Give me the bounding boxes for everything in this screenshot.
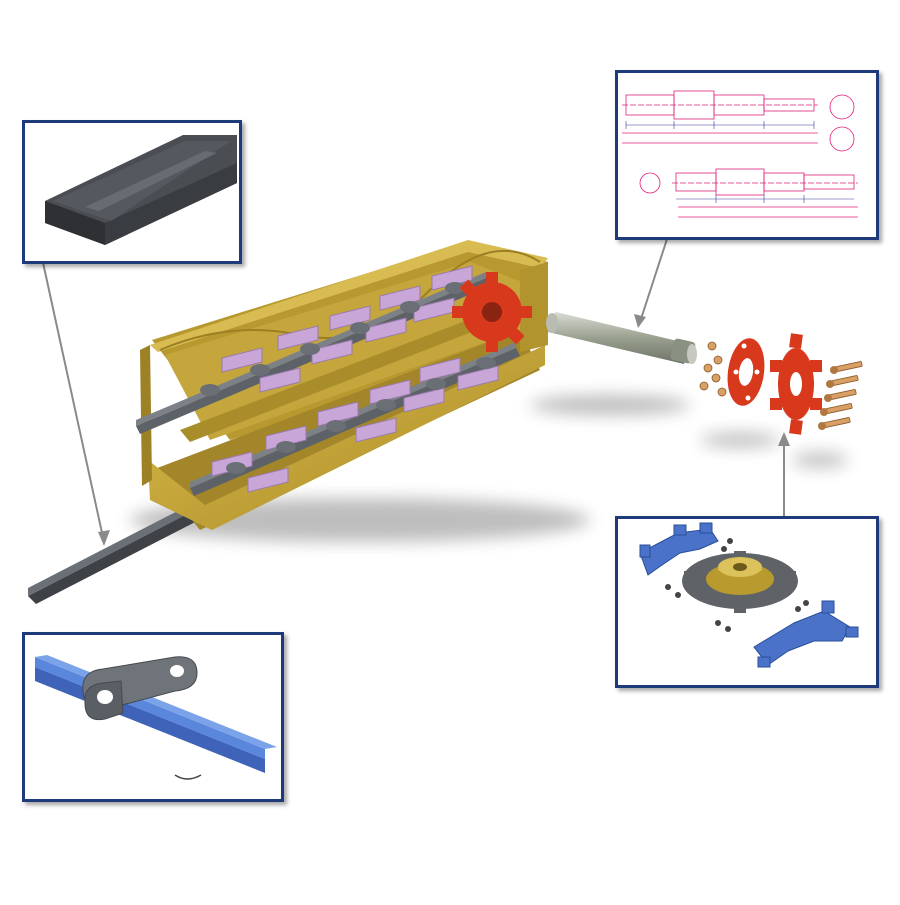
bearing-balls xyxy=(699,341,727,397)
red-segmented-sprocket xyxy=(770,333,822,435)
chain-link-icon xyxy=(25,635,281,799)
red-spacer-ring xyxy=(727,338,765,406)
leader-line-drawing xyxy=(639,235,669,323)
chain-link-inset xyxy=(22,632,284,802)
leader-arrow-sprocket xyxy=(778,432,790,446)
technical-drawing-icon xyxy=(618,73,876,237)
drive-shaft xyxy=(546,312,697,364)
wear-strip-inset xyxy=(22,120,242,264)
leader-arrow-wear-strip xyxy=(98,530,110,546)
fastening-bolts xyxy=(818,361,863,430)
leader-line-wear-strip xyxy=(41,257,105,543)
upper-flights xyxy=(221,265,473,393)
internal-sprocket xyxy=(452,272,532,352)
upper-chain-links xyxy=(200,282,465,396)
wear-strip-icon xyxy=(25,123,239,261)
lower-chain-links xyxy=(226,357,496,474)
shaft-drawing-inset xyxy=(615,70,879,240)
lower-flights xyxy=(211,357,499,493)
leader-lines xyxy=(41,235,790,546)
leader-arrow-drawing xyxy=(634,314,646,328)
segmented-sprocket-icon xyxy=(618,519,876,685)
sprocket-assembly-inset xyxy=(615,516,879,688)
